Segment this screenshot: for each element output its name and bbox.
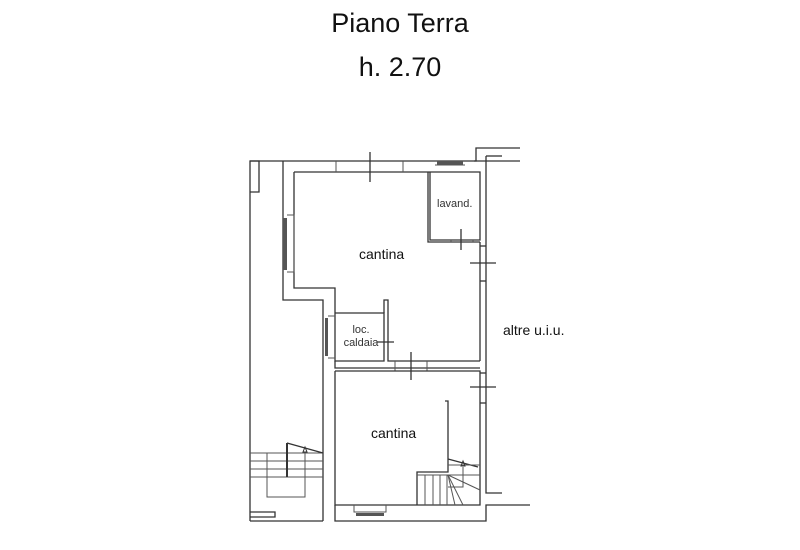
room-label-caldaia-line1: loc. — [352, 324, 370, 336]
outer-walls — [249, 147, 530, 522]
room-label-cantina-upper: cantina — [359, 246, 405, 262]
right-staircase — [416, 400, 481, 506]
room-label-lavanderia: lavand. — [437, 198, 473, 210]
floor-title: Piano Terra — [331, 8, 469, 38]
ceiling-height-label: h. 2.70 — [358, 52, 442, 82]
adjacent-units-label: altre u.i.u. — [503, 322, 565, 338]
room-label-cantina-lower: cantina — [371, 425, 417, 441]
left-staircase — [250, 442, 324, 498]
room-label-locale-caldaia: loc. caldaia — [339, 324, 383, 350]
room-label-caldaia-line2: caldaia — [343, 337, 379, 349]
